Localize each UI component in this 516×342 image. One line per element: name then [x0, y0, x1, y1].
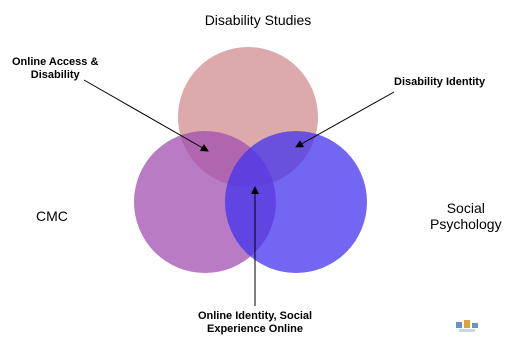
online-identity-annotation-line-2: Experience Online: [207, 322, 303, 335]
social-psychology-circle: [225, 131, 367, 273]
cmc-label: CMC: [36, 208, 68, 224]
social-psychology-label: Social Psychology: [430, 200, 502, 232]
online-access-annotation-line-2: Disability: [30, 68, 80, 81]
social-psychology-label-line-1: Social: [446, 200, 485, 216]
online-access-annotation: Online Access & Disability: [12, 56, 98, 81]
online-access-arrow: [83, 79, 209, 152]
disability-identity-arrow: [295, 91, 395, 148]
online-identity-annotation: Online Identity, Social Experience Onlin…: [150, 310, 360, 335]
online-identity-annotation-line-1: Online Identity, Social: [197, 310, 313, 322]
online-access-annotation-line-1: Online Access &: [12, 56, 99, 68]
disability-identity-annotation: Disability Identity: [394, 76, 486, 88]
corner-logo-icon: [456, 320, 478, 332]
social-psychology-label-line-2: Psychology: [430, 216, 502, 233]
disability-studies-label: Disability Studies: [204, 12, 312, 28]
